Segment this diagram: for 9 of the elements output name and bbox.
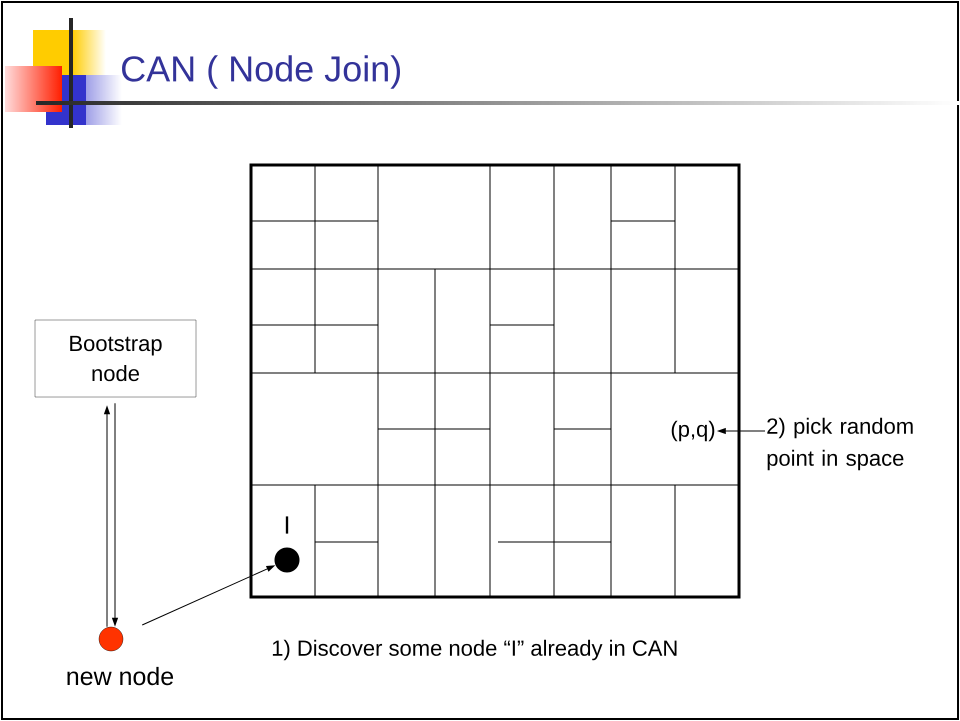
node-caption: I xyxy=(286,516,288,534)
step-note: 1) Discover some node “I” already in CAN xyxy=(272,640,676,660)
node-dot xyxy=(98,626,124,652)
slide-title: CAN ( Node Join) xyxy=(122,55,400,89)
point-label: (p,q) xyxy=(672,420,714,442)
node-caption: new node xyxy=(67,666,174,686)
process-box: Bootstrap node xyxy=(34,320,196,398)
annotation-text: 2) pick random point in space xyxy=(767,418,913,470)
node-dot xyxy=(274,548,300,572)
